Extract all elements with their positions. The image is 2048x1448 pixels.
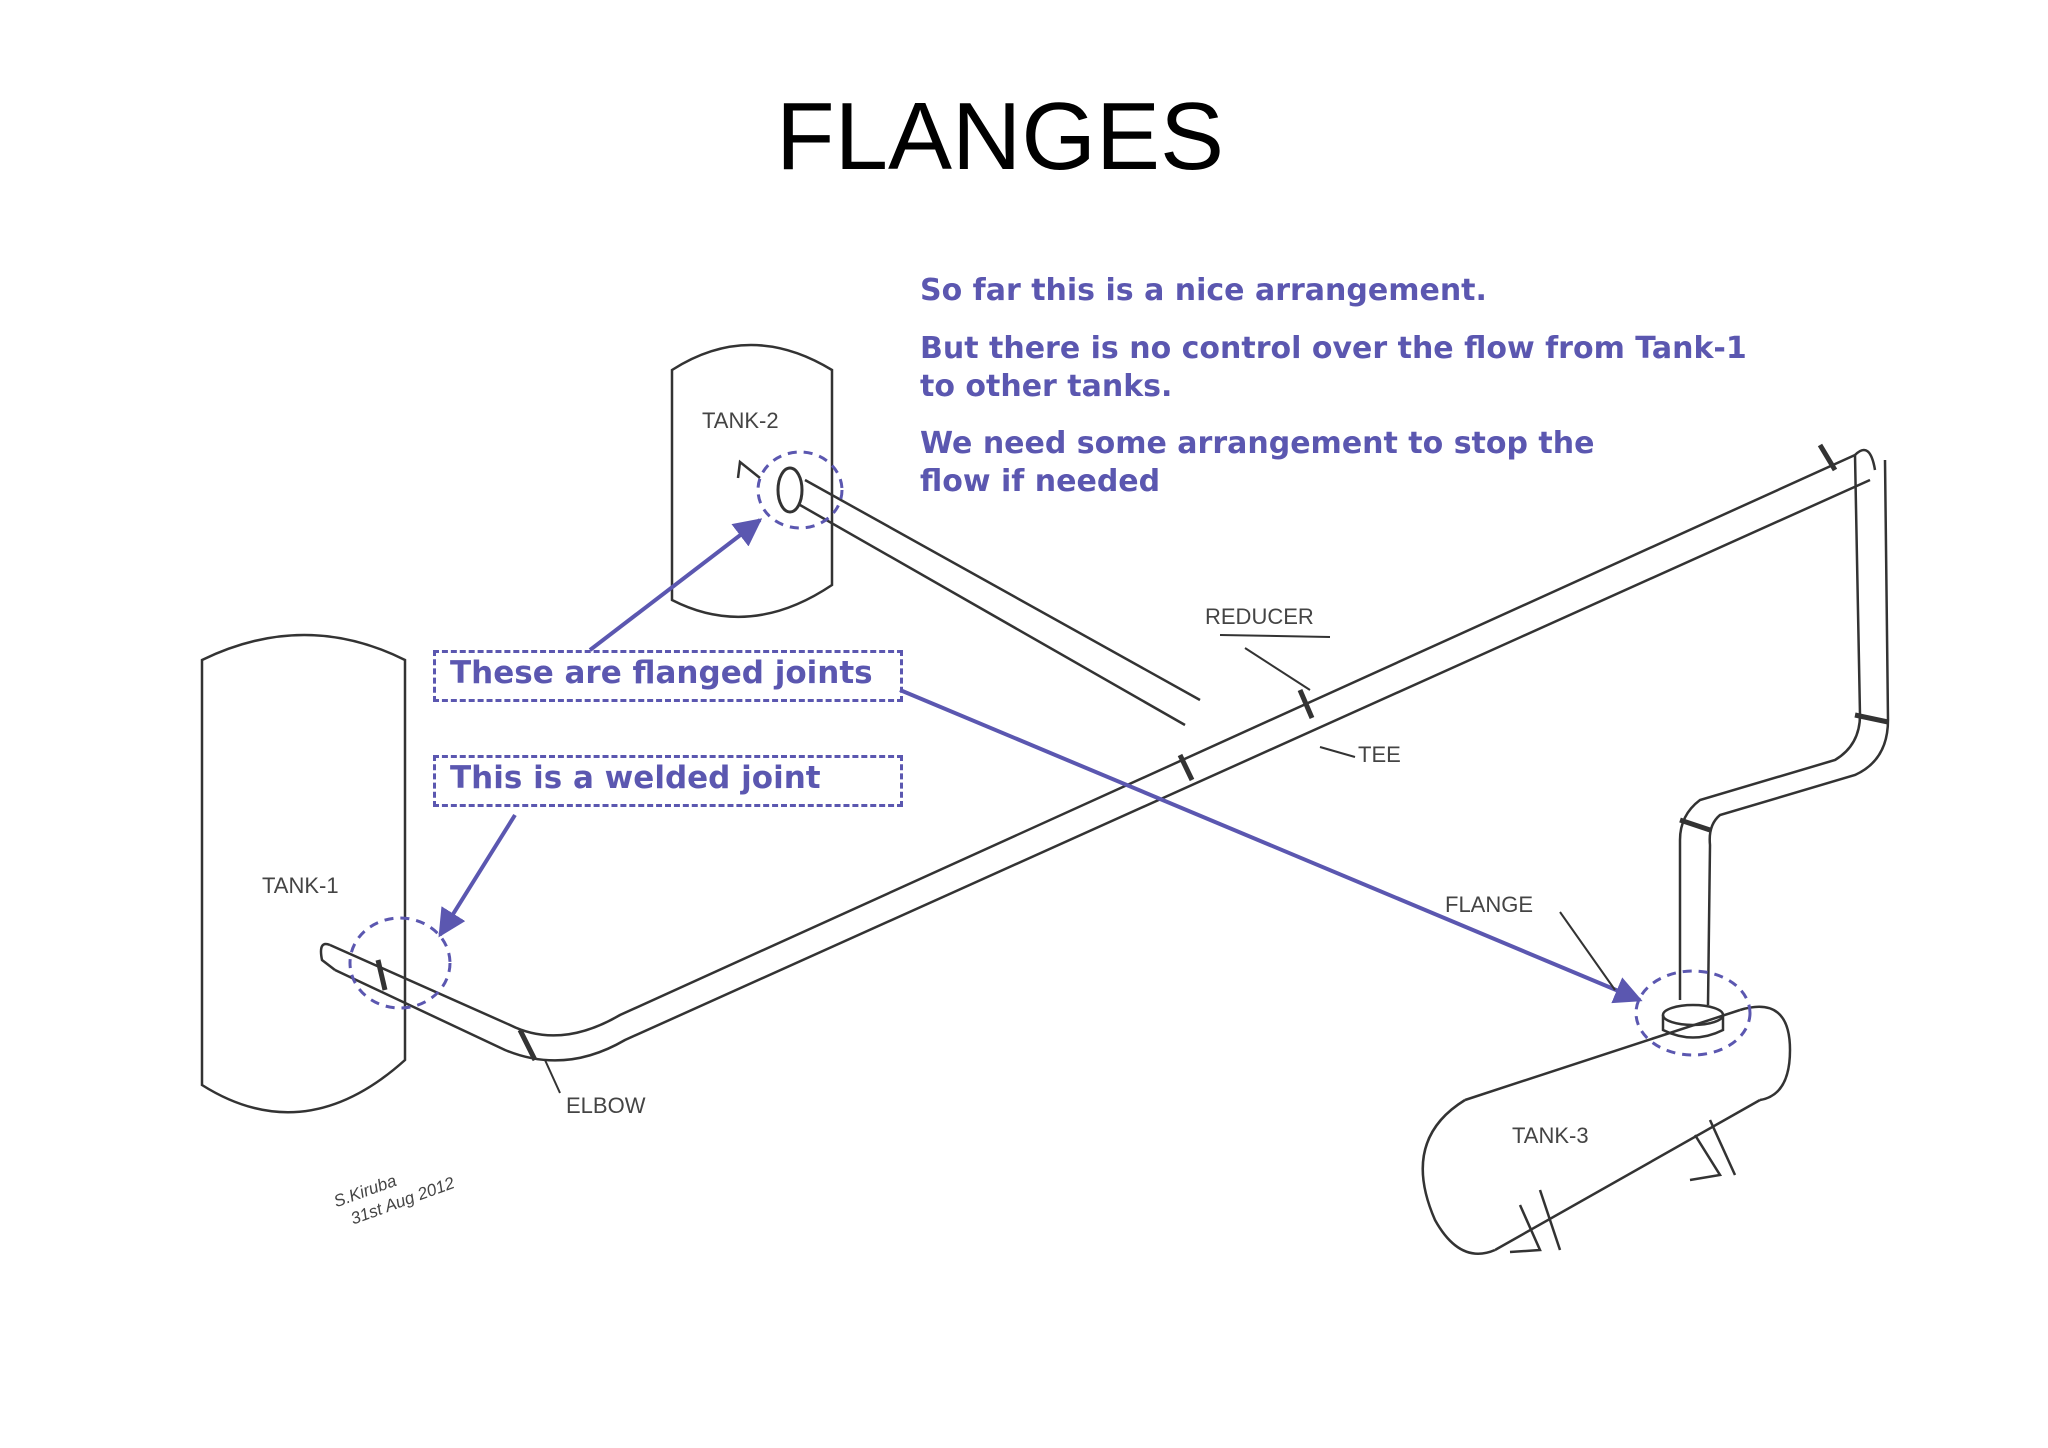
label-reducer: REDUCER (1205, 604, 1314, 629)
tank1-outlet (319, 942, 336, 971)
note-3: We need some arrangement to stop the flo… (920, 426, 1595, 499)
tank3-flange (1661, 1003, 1725, 1039)
pipe-main (329, 443, 1890, 1062)
joint-highlights (348, 450, 1752, 1057)
callout-welded-joint: This is a welded joint (433, 755, 903, 807)
label-tank-1: TANK-1 (262, 873, 339, 898)
tank-1 (200, 633, 407, 1114)
signature: S.Kiruba 31st Aug 2012 (331, 1171, 457, 1228)
label-flange: FLANGE (1445, 892, 1534, 917)
pipe-tank2-branch (736, 459, 1201, 727)
tank-3 (1421, 1005, 1792, 1255)
label-elbow: ELBOW (566, 1093, 646, 1118)
tank-2 (670, 343, 834, 619)
label-tank-2: TANK-2 (702, 408, 779, 433)
callout-flanged-joints: These are flanged joints (433, 650, 903, 702)
note-2: But there is no control over the flow fr… (920, 331, 1747, 404)
note-1: So far this is a nice arrangement. (920, 273, 1487, 308)
label-leaders (544, 634, 1616, 1094)
label-tank-3: TANK-3 (1512, 1123, 1589, 1148)
callout-arrows (438, 518, 1643, 1004)
page-title: FLANGES (775, 83, 1225, 190)
label-tee: TEE (1358, 742, 1401, 767)
